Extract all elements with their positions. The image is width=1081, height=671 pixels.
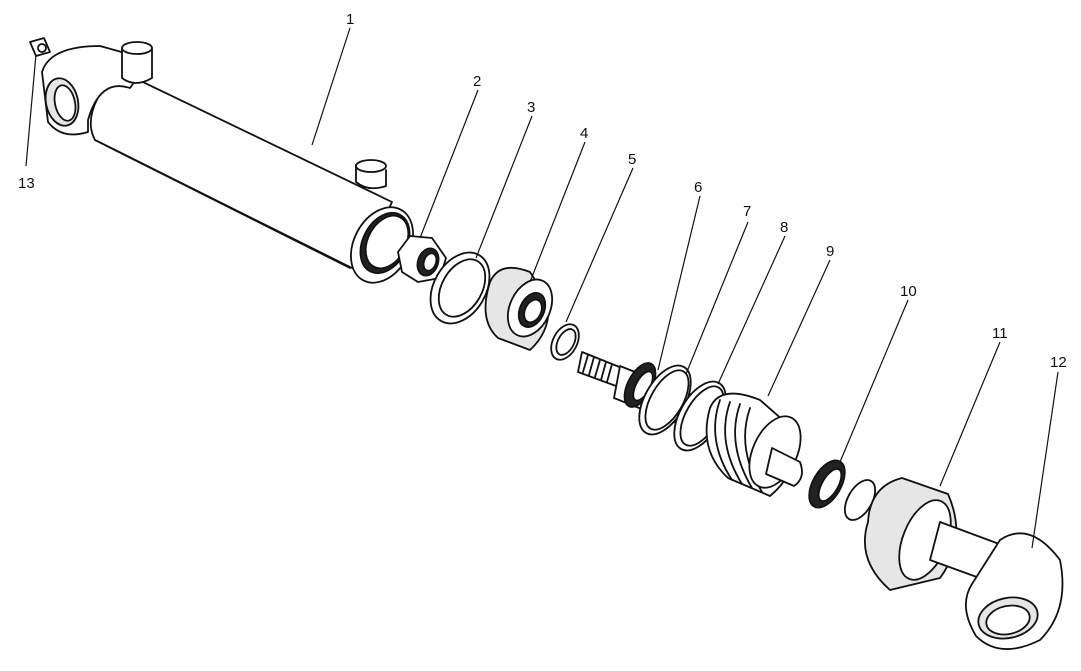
leader-13 xyxy=(25,53,37,167)
callout-4: 4 xyxy=(580,125,588,142)
leader-8 xyxy=(717,235,786,385)
grease-fitting xyxy=(29,37,51,57)
wiper-seal-10 xyxy=(808,459,846,509)
leader-4 xyxy=(529,141,586,283)
leader-2 xyxy=(419,89,479,239)
leader-3 xyxy=(475,115,533,259)
callout-1: 1 xyxy=(346,11,354,28)
callout-labels: 1 2 3 4 5 6 7 8 9 10 11 12 13 xyxy=(18,11,1067,371)
leader-9 xyxy=(767,259,831,397)
o-ring-5 xyxy=(550,323,580,361)
cylinder-barrel xyxy=(41,41,414,284)
gland-head xyxy=(484,266,554,351)
leader-11 xyxy=(939,341,1001,487)
leader-1 xyxy=(311,27,351,146)
callout-6: 6 xyxy=(694,179,702,196)
rod-end-eye xyxy=(965,532,1064,650)
leader-lines xyxy=(25,27,1059,549)
piston xyxy=(705,392,803,497)
callout-9: 9 xyxy=(826,243,834,260)
seal-ring-3 xyxy=(429,251,491,325)
leader-10 xyxy=(839,299,909,463)
callout-5: 5 xyxy=(628,151,636,168)
callout-11: 11 xyxy=(992,325,1008,342)
callout-2: 2 xyxy=(473,73,481,90)
callout-3: 3 xyxy=(527,99,535,116)
callout-10: 10 xyxy=(900,283,917,300)
leader-5 xyxy=(565,167,634,323)
callout-7: 7 xyxy=(743,203,751,220)
callout-13: 13 xyxy=(18,175,35,192)
callout-12: 12 xyxy=(1050,354,1067,371)
leader-12 xyxy=(1031,371,1059,549)
leader-7 xyxy=(685,221,749,375)
hex-nut xyxy=(397,235,447,283)
leader-6 xyxy=(657,195,701,371)
callout-8: 8 xyxy=(780,219,788,236)
